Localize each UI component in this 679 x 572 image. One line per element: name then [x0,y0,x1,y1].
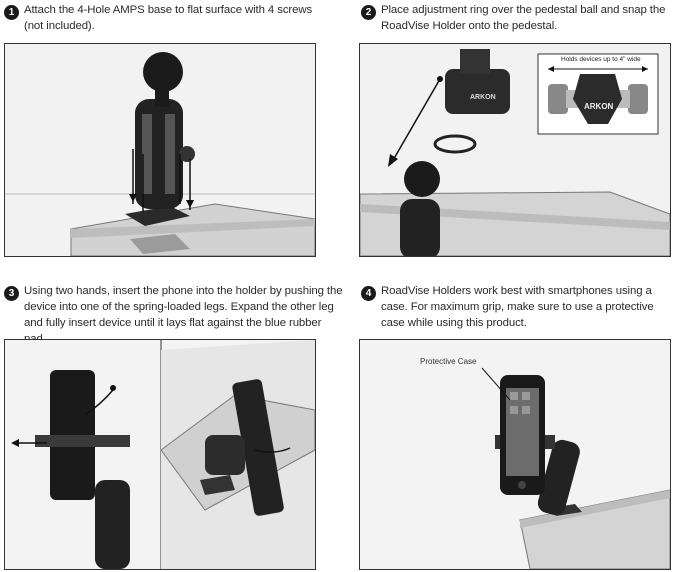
step-4-number: 4 [361,286,376,301]
step-2-number: 2 [361,5,376,20]
step-1-number: 1 [4,5,19,20]
step-3-number: 3 [4,286,19,301]
step-4-text: RoadVise Holders work best with smartpho… [381,285,654,329]
step-3-text: Using two hands, insert the phone into t… [24,285,343,345]
step-3-illustration [4,339,316,570]
step-1-illustration [4,43,316,257]
step-2-text: Place adjustment ring over the pedestal … [381,4,666,32]
holds-devices-label: Holds devices up to 4" wide [560,56,642,63]
step-4-illustration: Protective Case [359,339,671,570]
holder-brand-small: ARKON [470,94,496,101]
arkon-logo: ARKON [584,102,614,111]
step-2-illustration: ARKON Holds devices up to 4" wide ARKON [359,43,671,257]
step-1-text: Attach the 4-Hole AMPS base to flat surf… [24,4,313,32]
protective-case-label: Protective Case [420,357,477,366]
